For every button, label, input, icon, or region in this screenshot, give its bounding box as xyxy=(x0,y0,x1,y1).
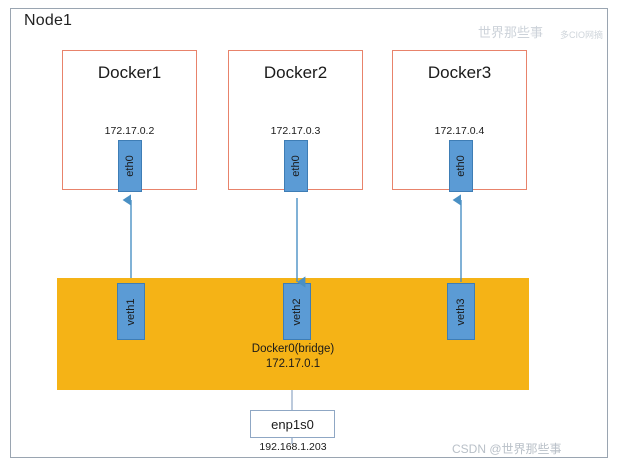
host-nic-box: enp1s0 xyxy=(250,410,335,438)
node-title: Node1 xyxy=(24,12,73,29)
bridge-name: Docker0(bridge) xyxy=(251,343,335,355)
host-nic-ip: 192.168.1.203 xyxy=(259,441,327,453)
watermark-small: 多CIO网摘 xyxy=(560,30,604,40)
interface-label-eth0-docker1: eth0 xyxy=(124,155,136,177)
interface-label-veth1: veth1 xyxy=(125,298,137,325)
interface-label-eth0-docker3: eth0 xyxy=(455,155,467,177)
interface-label-veth3: veth3 xyxy=(455,298,467,325)
watermark-middle: 世界那些事 xyxy=(478,25,544,40)
interface-veth2: veth2 xyxy=(283,283,311,340)
bridge-ip: 172.17.0.1 xyxy=(265,358,321,370)
watermark-csdn: CSDN @世界那些事 xyxy=(452,442,562,456)
container-ip-docker1: 172.17.0.2 xyxy=(104,125,155,137)
bridge-label: Docker0(bridge) 172.17.0.1 xyxy=(57,342,529,372)
container-title-docker1: Docker1 xyxy=(97,63,162,82)
interface-veth1: veth1 xyxy=(117,283,145,340)
interface-eth0-docker3: eth0 xyxy=(449,140,473,192)
interface-label-eth0-docker2: eth0 xyxy=(290,155,302,177)
container-title-docker2: Docker2 xyxy=(263,63,328,82)
container-title-docker3: Docker3 xyxy=(427,63,492,82)
container-ip-docker2: 172.17.0.3 xyxy=(270,125,321,137)
interface-eth0-docker2: eth0 xyxy=(284,140,308,192)
interface-veth3: veth3 xyxy=(447,283,475,340)
interface-eth0-docker1: eth0 xyxy=(118,140,142,192)
interface-label-veth2: veth2 xyxy=(291,298,303,325)
container-ip-docker3: 172.17.0.4 xyxy=(434,125,485,137)
